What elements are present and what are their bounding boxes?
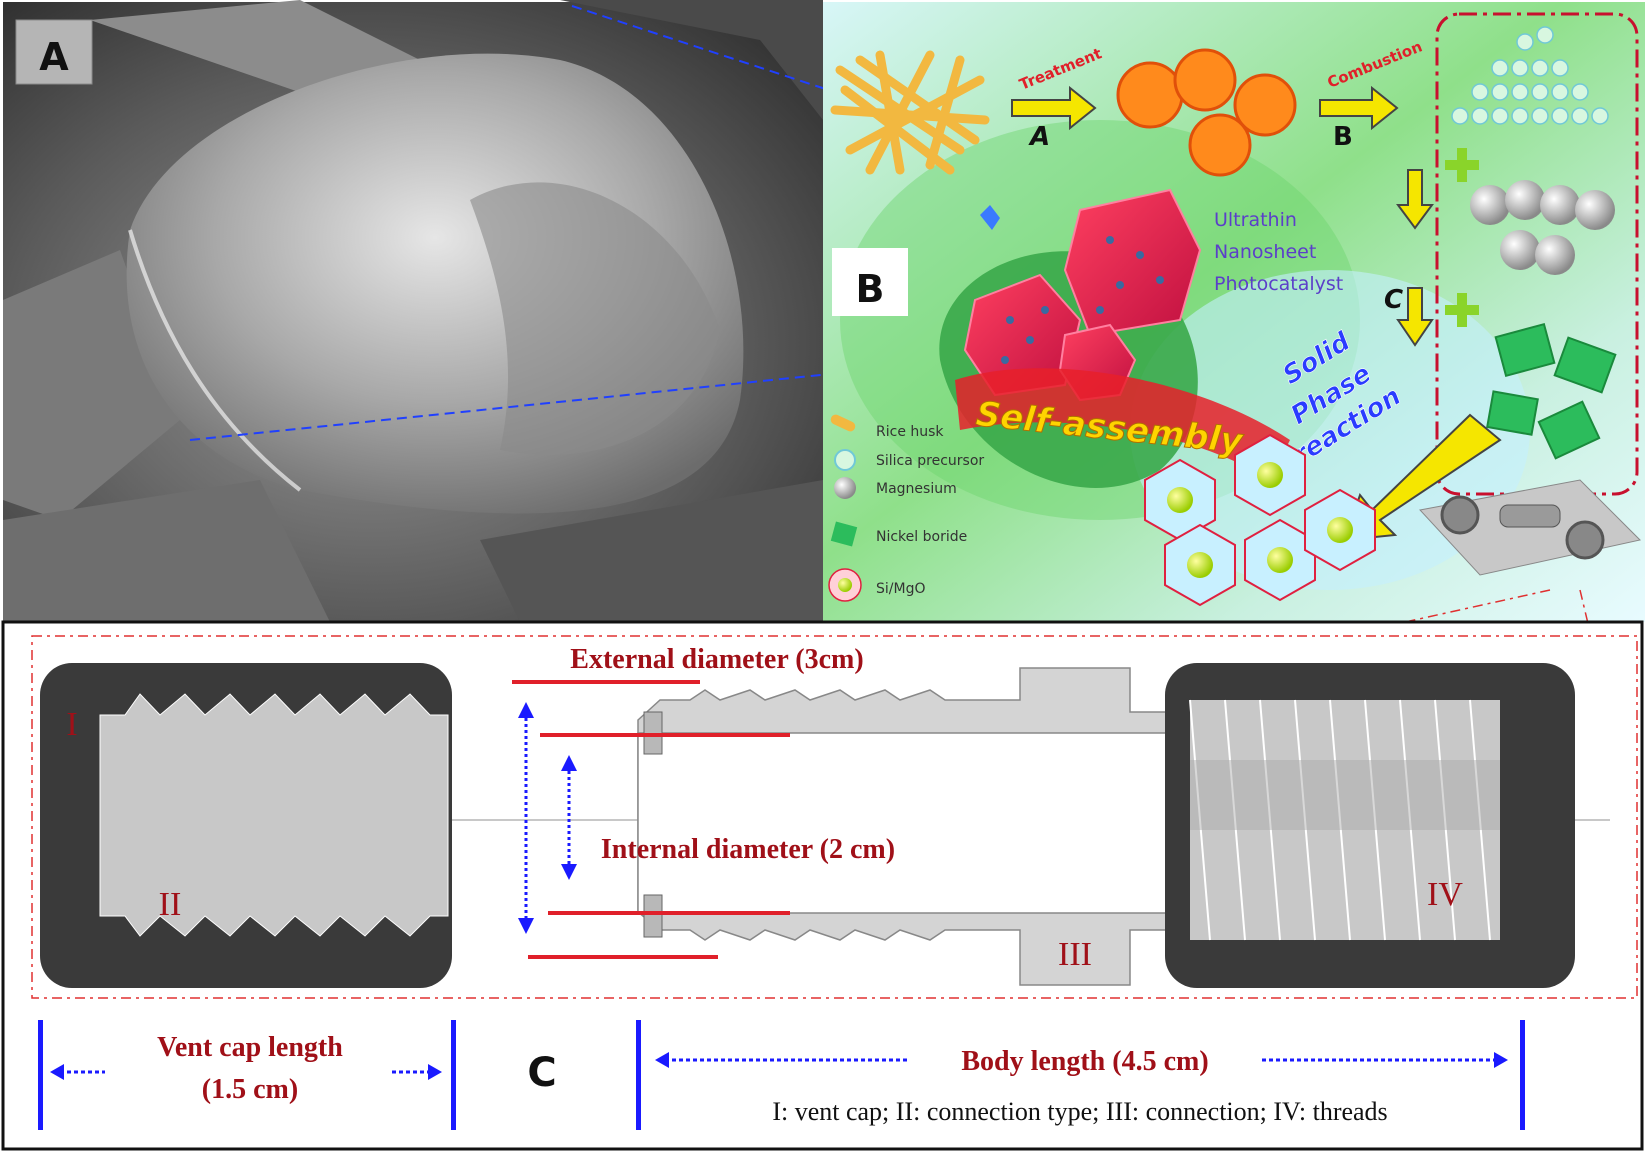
orange-clusters xyxy=(1116,48,1297,177)
silica-precursor-icon xyxy=(834,449,856,471)
panel-b-label: B xyxy=(856,267,885,311)
si-mgo-particles xyxy=(1144,433,1376,607)
zoom-guide-bottom xyxy=(189,339,1161,441)
legend-rice-husk: Rice husk xyxy=(876,424,944,440)
panel-b-label-box xyxy=(832,248,908,316)
product-line-1: Ultrathin xyxy=(1214,209,1297,231)
si-mgo-icon xyxy=(828,568,862,602)
arrow-c xyxy=(1396,287,1434,347)
bore-chamfer-bottom xyxy=(643,894,663,938)
rice-husk-bundle xyxy=(830,50,990,175)
product-line-2: Nanosheet xyxy=(1214,241,1316,263)
legend-magnesium: Magnesium xyxy=(876,481,957,497)
arrow-b xyxy=(1319,85,1399,131)
label-ii: II xyxy=(159,886,182,923)
nickel-boride-pieces xyxy=(1486,322,1617,460)
nanosheet-stack xyxy=(963,188,1202,402)
butterfly-icon xyxy=(980,205,1000,230)
label-iii: III xyxy=(1058,936,1092,973)
nickel-boride-icon xyxy=(830,521,858,547)
panel-b-legend: Rice husk Silica precursor Magnesium Nic… xyxy=(828,414,984,602)
legend-si-mgo: Si/MgO xyxy=(876,581,925,597)
magnesium-spheres xyxy=(1470,180,1615,275)
rice-husk-icon xyxy=(830,414,856,432)
thread-lines xyxy=(1189,699,1491,941)
panel-a-label-box xyxy=(15,19,93,85)
vent-cap-length-line1: Vent cap length xyxy=(157,1032,343,1063)
internal-diameter-label: Internal diameter (2 cm) xyxy=(601,834,895,865)
plus-icons xyxy=(1445,148,1479,327)
legend-nickel-boride: Nickel boride xyxy=(876,529,967,545)
body-length-label: Body length (4.5 cm) xyxy=(961,1046,1208,1077)
vent-cap-length-line2: (1.5 cm) xyxy=(202,1074,298,1105)
arrow-a-letter: A xyxy=(1028,122,1050,152)
panel-b-scheme: Treatment Combustion A B xyxy=(823,2,1645,633)
label-i: I xyxy=(66,706,77,743)
product-line-3: Photocatalyst xyxy=(1214,273,1343,295)
panel-c-caption: I: vent cap; II: connection type; III: c… xyxy=(772,1097,1387,1126)
external-diameter-label: External diameter (3cm) xyxy=(570,644,863,675)
body-bore xyxy=(637,732,1191,914)
panel-c-drawing: I II III IV External diameter (3cm) Inte… xyxy=(1,620,1644,1151)
arrow-c-letter: C xyxy=(1384,285,1403,315)
silica-pyramid xyxy=(1451,26,1609,125)
arrow-b-letter: B xyxy=(1333,122,1353,152)
reactor-photo xyxy=(1419,479,1642,576)
panel-a-sem-image: A xyxy=(3,0,1181,622)
vent-cap-thread xyxy=(99,693,449,937)
legend-silica-precursor: Silica precursor xyxy=(876,453,984,469)
arrow-down-1 xyxy=(1396,169,1434,230)
label-iv: IV xyxy=(1427,876,1463,913)
arrow-a xyxy=(1011,85,1097,131)
self-assembly-band xyxy=(955,368,1290,480)
panel-a-label: A xyxy=(39,35,69,79)
panel-c-label: C xyxy=(527,1050,556,1096)
magnesium-icon xyxy=(834,477,856,499)
drawing-frame xyxy=(31,635,1638,999)
